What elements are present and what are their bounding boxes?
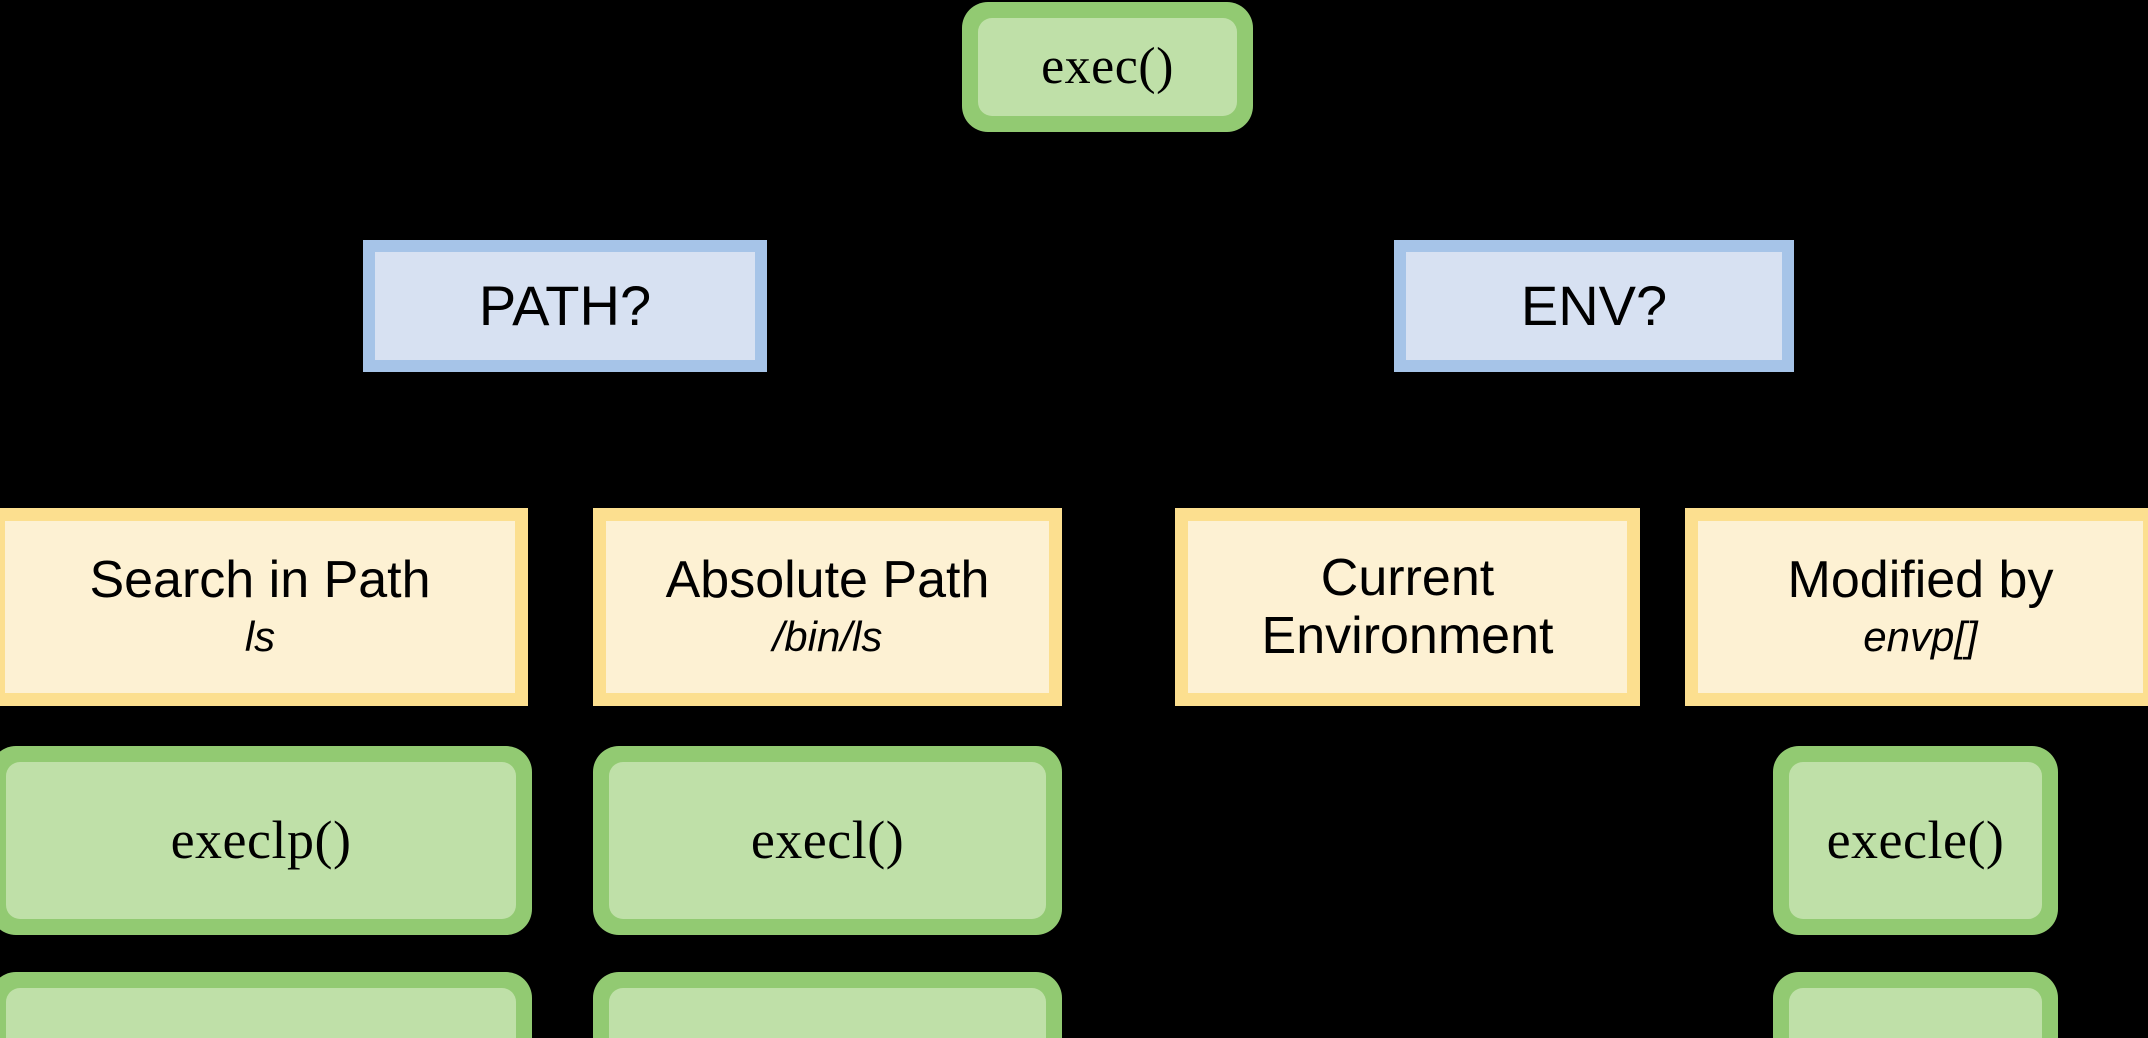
node-exec-root[interactable]: exec() <box>962 2 1253 132</box>
edge-env-down <box>1602 372 1605 430</box>
node-function-execl[interactable]: execl() <box>593 746 1062 935</box>
edge-env-right-drop <box>1913 430 1916 508</box>
edge-root-to-path <box>1106 132 1109 184</box>
node-branch-modified-by-envp-body: Modified by envp[] <box>1698 521 2143 693</box>
node-decision-env[interactable]: ENV? <box>1394 240 1794 372</box>
node-branch-search-in-path[interactable]: Search in Path ls <box>0 508 528 706</box>
edge-path-down <box>555 372 558 430</box>
node-function-execl-label: execl() <box>750 810 905 871</box>
node-function-execle-body: execle() <box>1789 762 2042 919</box>
edge-env-split <box>1404 430 1916 433</box>
node-function-execve[interactable]: execve() <box>1773 972 2058 1038</box>
edge-execl-to-execv <box>827 935 830 973</box>
node-function-execve-body: execve() <box>1789 988 2042 1038</box>
node-function-execv[interactable]: execv() <box>593 972 1062 1038</box>
edge-abspath-to-execl <box>827 705 830 749</box>
edge-execlp-to-execvp <box>252 935 255 973</box>
edge-path-left-drop <box>252 430 255 508</box>
node-exec-root-label: exec() <box>1041 37 1174 95</box>
node-branch-absolute-path-body: Absolute Path /bin/ls <box>606 521 1049 693</box>
node-decision-path-label: PATH? <box>478 273 652 337</box>
node-function-execl-body: execl() <box>609 762 1046 919</box>
node-decision-path-body: PATH? <box>375 252 755 360</box>
edge-envp-to-execle <box>1913 705 1916 749</box>
node-branch-absolute-path[interactable]: Absolute Path /bin/ls <box>593 508 1062 706</box>
edge-to-path-drop <box>555 184 558 240</box>
node-decision-env-body: ENV? <box>1406 252 1782 360</box>
node-branch-absolute-path-subtitle: /bin/ls <box>772 613 883 661</box>
node-decision-path[interactable]: PATH? <box>363 240 767 372</box>
node-function-execv-body: execv() <box>609 988 1046 1038</box>
node-branch-search-in-path-body: Search in Path ls <box>5 521 515 693</box>
edge-to-env-drop <box>1602 184 1605 240</box>
node-branch-current-environment-title-line1: Current <box>1320 548 1495 607</box>
node-branch-modified-by-envp-title: Modified by <box>1787 551 2054 610</box>
node-branch-current-environment-body: Current Environment <box>1188 521 1627 693</box>
node-exec-root-body: exec() <box>978 18 1237 116</box>
node-function-execlp-body: execlp() <box>6 762 516 919</box>
node-function-execvp-body: execvp() <box>6 988 516 1038</box>
node-branch-absolute-path-title: Absolute Path <box>665 551 990 610</box>
edge-path-right-drop <box>827 430 830 508</box>
node-branch-current-environment-title-line2: Environment <box>1261 607 1554 665</box>
edge-path-split <box>252 430 860 433</box>
edge-env-left-drop <box>1404 430 1407 508</box>
node-branch-search-in-path-subtitle: ls <box>244 613 276 661</box>
edge-root-split <box>555 184 1605 187</box>
node-function-execle[interactable]: execle() <box>1773 746 2058 935</box>
node-branch-modified-by-envp-subtitle: envp[] <box>1863 613 1978 661</box>
node-function-execle-label: execle() <box>1826 810 2005 871</box>
node-function-execvp[interactable]: execvp() <box>0 972 532 1038</box>
node-function-execlp-label: execlp() <box>170 810 352 871</box>
node-branch-current-environment[interactable]: Current Environment <box>1175 508 1640 706</box>
node-branch-modified-by-envp[interactable]: Modified by envp[] <box>1685 508 2148 706</box>
node-function-execlp[interactable]: execlp() <box>0 746 532 935</box>
node-decision-env-label: ENV? <box>1520 273 1668 337</box>
edge-execle-to-execve <box>1913 935 1916 973</box>
node-branch-search-in-path-title: Search in Path <box>89 551 431 610</box>
edge-searchpath-to-execlp <box>252 705 255 749</box>
